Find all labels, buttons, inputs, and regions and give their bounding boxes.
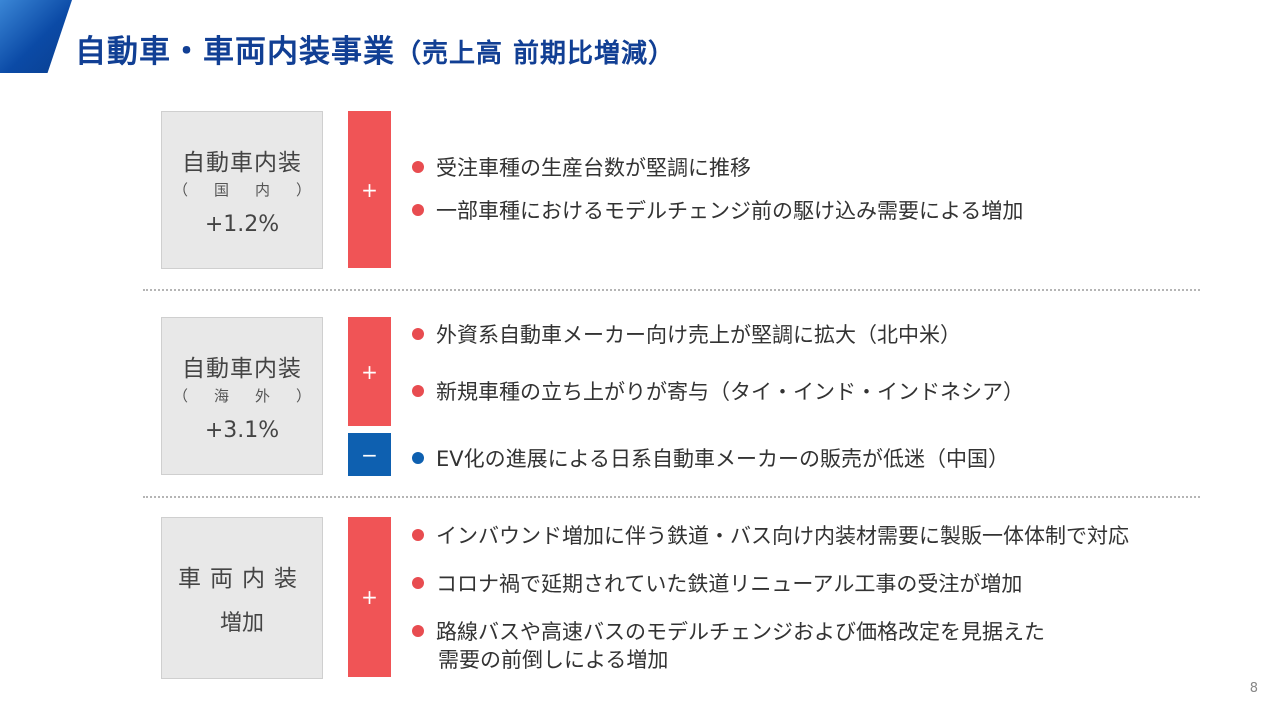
railcar-interior-label-box: 車両内装 増加 <box>161 517 323 679</box>
region-char: ） <box>295 387 311 405</box>
bullet-item: 路線バスや高速バスのモデルチェンジおよび価格改定を見据えた需要の前倒しによる増加 <box>412 618 1045 674</box>
overseas-auto-label-box: 自動車内装 （ 海 外 ） +3.1% <box>161 317 323 475</box>
segment-region: （ 国 内 ） <box>173 179 311 200</box>
segment-change-value: +3.1% <box>204 418 280 443</box>
section-divider <box>143 289 1200 291</box>
bullet-item: 一部車種におけるモデルチェンジ前の駆け込み需要による増加 <box>412 197 1023 225</box>
segment-name: 車両内装 <box>178 566 306 592</box>
bullet-item: 外資系自動車メーカー向け売上が堅調に拡大（北中米） <box>412 321 961 349</box>
red-dot-icon <box>412 204 424 216</box>
red-dot-icon <box>412 577 424 589</box>
page-title: 自動車・車両内装事業（売上高 前期比増減） <box>75 26 675 71</box>
section-divider <box>143 496 1200 498</box>
plus-factor-bar: + <box>348 517 391 677</box>
segment-name: 自動車内装 <box>182 150 302 176</box>
plus-sign: + <box>361 359 378 384</box>
region-char: 国 <box>213 181 229 199</box>
bullet-item: EV化の進展による日系自動車メーカーの販売が低迷（中国） <box>412 445 1009 473</box>
segment-change-value: 増加 <box>219 611 264 636</box>
red-dot-icon <box>412 328 424 340</box>
plus-sign: + <box>361 177 378 202</box>
title-main: 自動車・車両内装事業 <box>75 34 395 70</box>
red-dot-icon <box>412 529 424 541</box>
red-dot-icon <box>412 161 424 173</box>
region-char: 外 <box>254 387 270 405</box>
segment-name: 自動車内装 <box>182 356 302 382</box>
plus-factor-bar: + <box>348 111 391 268</box>
segment-region: （ 海 外 ） <box>173 385 311 406</box>
bullet-item: インバウンド増加に伴う鉄道・バス向け内装材需要に製販一体体制で対応 <box>412 522 1129 550</box>
bullet-item: 新規車種の立ち上がりが寄与（タイ・インド・インドネシア） <box>412 378 1024 406</box>
title-accent-band <box>0 0 72 73</box>
region-char: 内 <box>254 181 270 199</box>
title-subtitle: （売上高 前期比増減） <box>395 39 676 69</box>
plus-sign: + <box>361 585 378 609</box>
minus-factor-bar: − <box>348 433 391 476</box>
domestic-auto-label-box: 自動車内装 （ 国 内 ） +1.2% <box>161 111 323 269</box>
bullet-continuation: 需要の前倒しによる増加 <box>438 648 669 672</box>
bullet-item: コロナ禍で延期されていた鉄道リニューアル工事の受注が増加 <box>412 570 1022 598</box>
region-char: ） <box>295 181 311 199</box>
minus-sign: − <box>361 442 378 467</box>
region-char: 海 <box>213 387 229 405</box>
page-number: 8 <box>1249 681 1258 696</box>
region-char: （ <box>173 181 189 199</box>
blue-dot-icon <box>412 452 424 464</box>
region-char: （ <box>173 387 189 405</box>
plus-factor-bar: + <box>348 317 391 426</box>
bullet-item: 受注車種の生産台数が堅調に推移 <box>412 154 751 182</box>
segment-change-value: +1.2% <box>204 212 280 237</box>
red-dot-icon <box>412 385 424 397</box>
red-dot-icon <box>412 625 424 637</box>
